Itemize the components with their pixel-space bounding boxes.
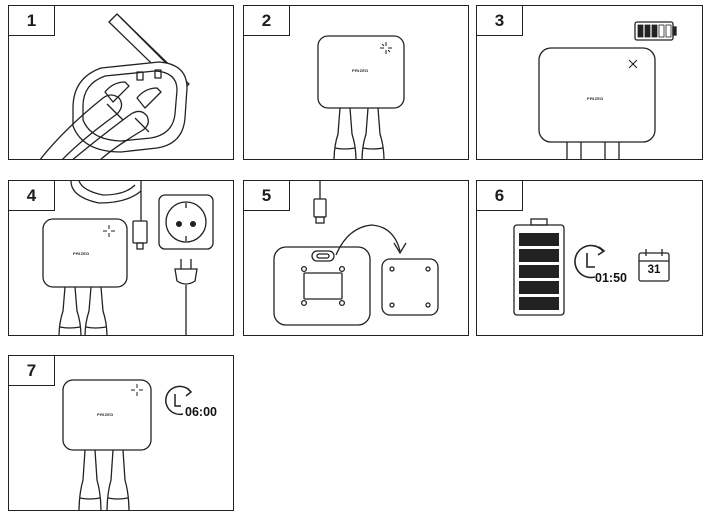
battery-level-bar xyxy=(519,233,559,246)
battery-level-bar xyxy=(519,297,559,310)
uv-light-icon xyxy=(131,384,143,396)
step-5-panel: 5 xyxy=(243,180,469,336)
calendar-day-label: 31 xyxy=(647,264,661,276)
battery-level-bar xyxy=(519,265,559,278)
plug-in-device-illustration xyxy=(42,181,214,335)
step-7-panel: 7 PRIZED 06:00 xyxy=(8,355,234,511)
clock-icon xyxy=(574,244,606,279)
uv-light-icon xyxy=(103,225,115,237)
step-4-panel: 4 xyxy=(8,180,234,336)
open-case-with-brush-heads-illustration xyxy=(39,13,190,159)
charge-time-label: 01:50 xyxy=(595,271,627,285)
usb-c-connector-icon xyxy=(313,181,327,224)
step-number: 2 xyxy=(244,6,290,36)
power-plug-icon xyxy=(174,259,198,335)
battery-icon xyxy=(634,21,677,41)
usb-port-back-illustration xyxy=(273,181,439,326)
uv-cycle-illustration xyxy=(62,379,193,510)
rotate-arrow-icon xyxy=(335,224,407,256)
battery-icon xyxy=(513,218,565,316)
battery-bar xyxy=(658,24,665,38)
step-number: 4 xyxy=(9,181,55,211)
battery-bar xyxy=(637,24,644,38)
power-socket-icon xyxy=(158,194,214,250)
battery-bar xyxy=(665,24,672,38)
uv-light-icon xyxy=(380,42,392,54)
step-number: 3 xyxy=(477,6,523,36)
calendar-icon xyxy=(638,249,670,282)
step-6-panel: 6 01:50 31 xyxy=(476,180,703,336)
step-3-panel: 3 PRIZED xyxy=(476,5,703,160)
device-brand-label: PRIZED xyxy=(73,251,90,256)
step-1-panel: 1 xyxy=(8,5,234,160)
clock-icon xyxy=(165,385,193,416)
battery-level-bar xyxy=(519,281,559,294)
device-low-battery-illustration xyxy=(538,21,677,159)
battery-bar xyxy=(644,24,651,38)
step-number: 7 xyxy=(9,356,55,386)
battery-level-bar xyxy=(519,249,559,262)
battery-bar xyxy=(651,24,658,38)
step-number: 6 xyxy=(477,181,523,211)
step-number: 1 xyxy=(9,6,55,36)
device-brand-label: PRIZED xyxy=(97,412,114,417)
step-2-panel: 2 PRIZED xyxy=(243,5,469,160)
uv-cycle-time-label: 06:00 xyxy=(185,405,217,419)
device-with-brushes-illustration xyxy=(317,35,405,159)
full-charge-illustration xyxy=(513,218,670,316)
step-number: 5 xyxy=(244,181,290,211)
uv-light-off-icon xyxy=(628,59,638,69)
device-brand-label: PRIZED xyxy=(352,68,369,73)
device-brand-label: PRIZED xyxy=(587,96,604,101)
